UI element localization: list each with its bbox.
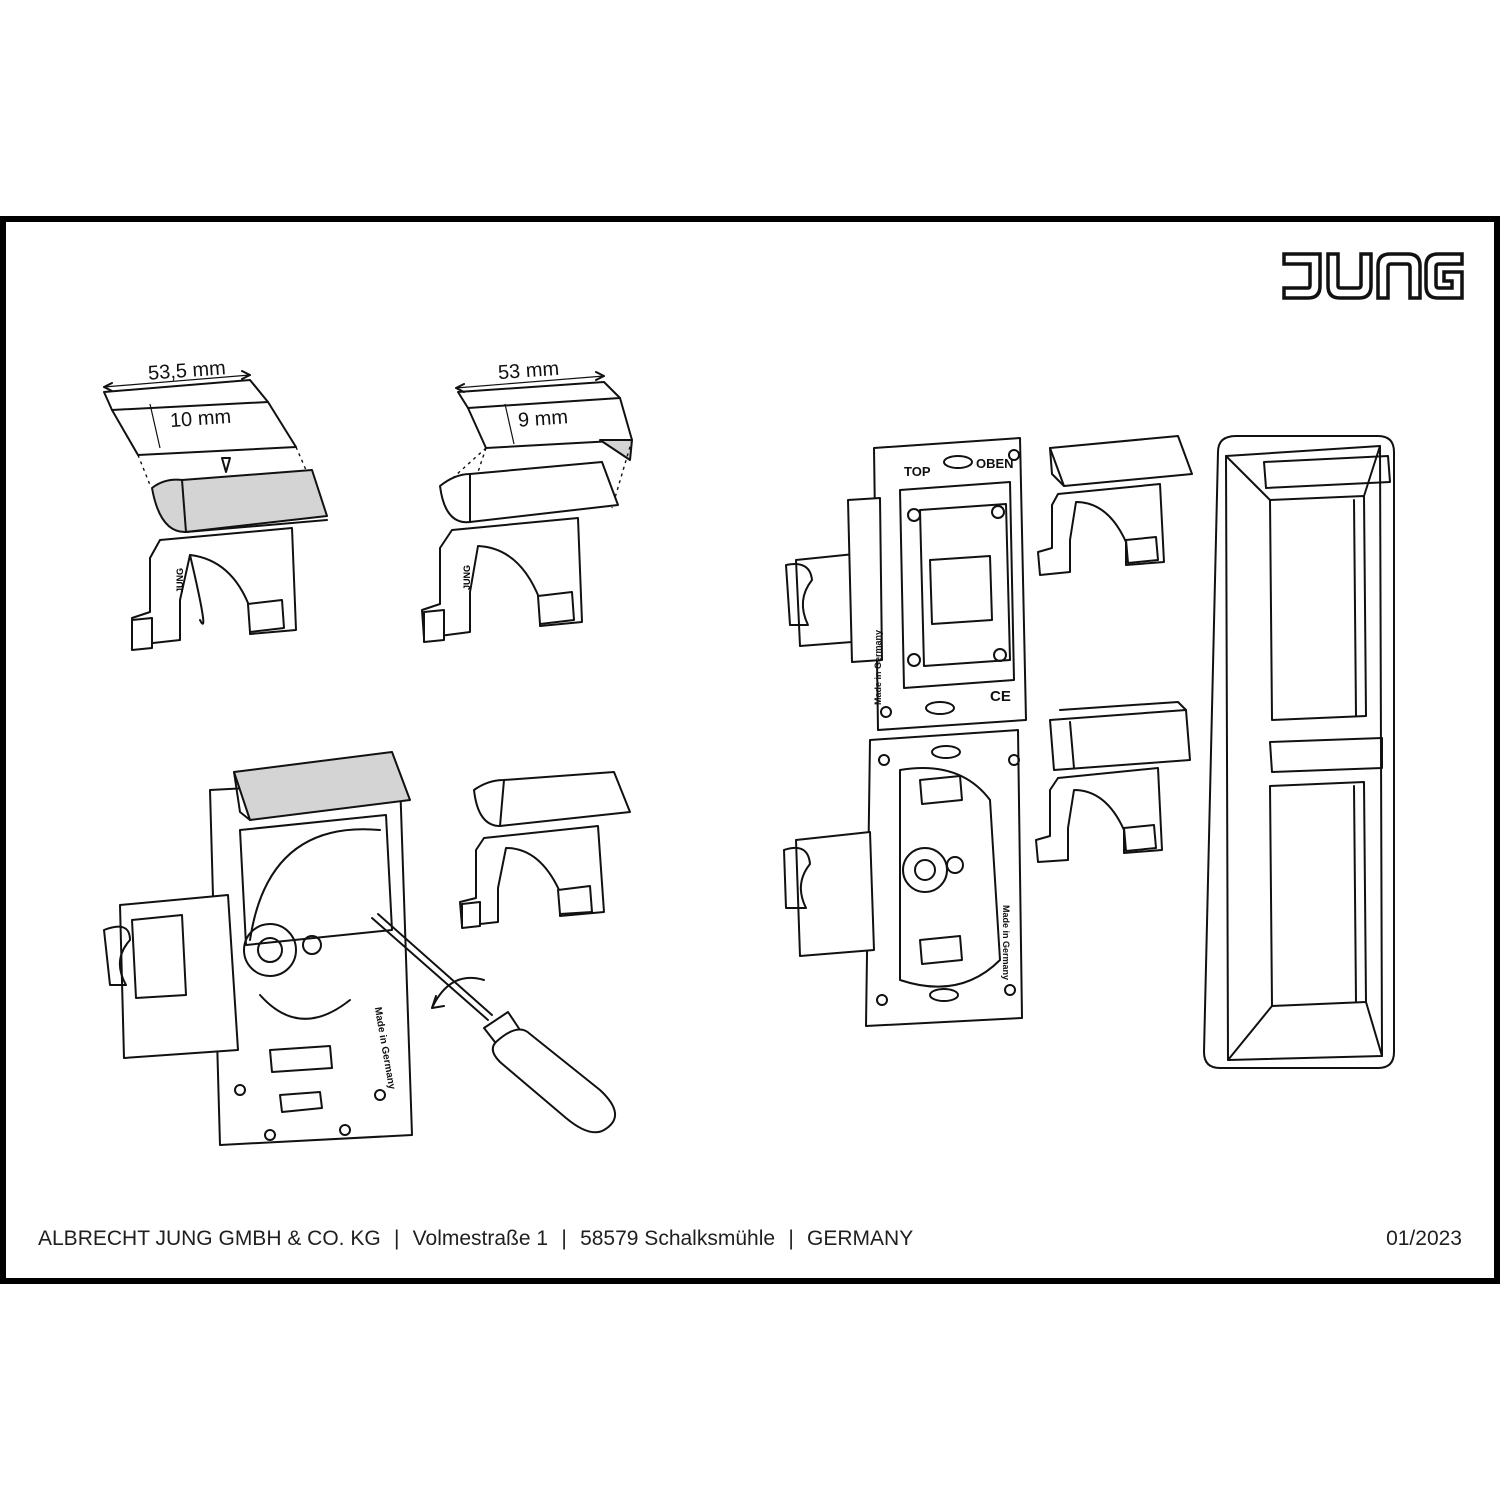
device-upper-drawing xyxy=(785,437,1027,731)
cover-frame-drawing xyxy=(1203,435,1395,1069)
footer-company: ALBRECHT JUNG GMBH & CO. KG xyxy=(38,1227,381,1250)
device-marking-made-in-upper: Made in Germany xyxy=(873,629,883,705)
label-holder-lower-drawing xyxy=(1035,701,1191,863)
dimension-label-b-width: 53 mm xyxy=(497,357,560,385)
jung-logo xyxy=(1282,252,1464,300)
label-holder-drawing xyxy=(459,771,631,929)
footer-date: 01/2023 xyxy=(1386,1227,1462,1250)
device-marking-oben: OBEN xyxy=(976,456,1014,471)
footer-separator: | xyxy=(561,1227,567,1250)
footer-country: GERMANY xyxy=(807,1227,914,1250)
footer-separator: | xyxy=(393,1227,400,1250)
svg-text:JUNG: JUNG xyxy=(175,568,185,593)
footer-separator: | xyxy=(788,1227,794,1250)
label-strip-a-drawing: JUNG xyxy=(103,370,328,651)
footer-address: ALBRECHT JUNG GMBH & CO. KG | Volmestraße … xyxy=(38,1227,913,1251)
device-with-screwdriver-drawing xyxy=(103,751,616,1146)
device-marking-top: TOP xyxy=(904,464,931,479)
svg-text:JUNG: JUNG xyxy=(462,565,472,590)
footer-street: Volmestraße 1 xyxy=(412,1227,549,1250)
dimension-label-a-height: 10 mm xyxy=(169,405,232,433)
dimension-label-b-height: 9 mm xyxy=(517,406,569,432)
label-strip-b-drawing: JUNG xyxy=(421,371,633,643)
device-lower-drawing xyxy=(783,729,1023,1027)
footer-city: 58579 Schalksmühle xyxy=(580,1227,776,1250)
label-holder-upper-drawing xyxy=(1037,435,1193,576)
device-marking-made-in-lower: Made in Germany xyxy=(1001,905,1011,981)
device-marking-ce: CE xyxy=(990,688,1011,705)
